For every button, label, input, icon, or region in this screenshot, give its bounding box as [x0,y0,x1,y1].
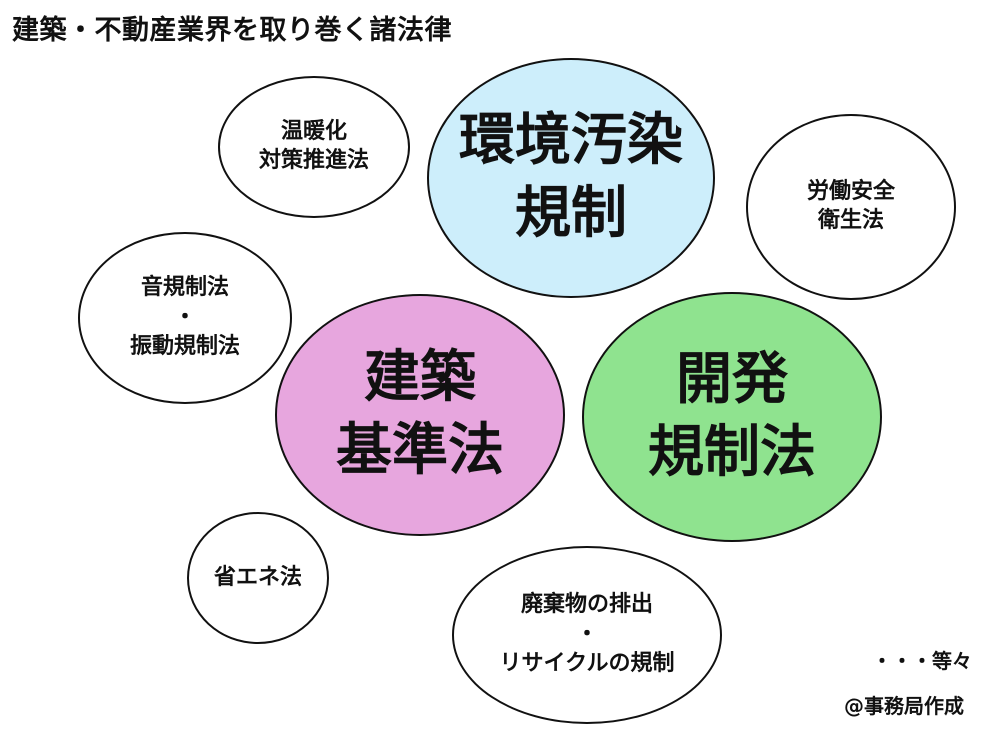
circle-oto-line2: 振動規制法 [129,334,240,360]
circle-rodo-line2: 衛生法 [817,208,884,233]
circle-haikibutsu-line2: リサイクルの規制 [499,651,675,677]
circle-rodo-line1: 労働安全 [806,179,895,205]
circle-ondanka-line2: 対策推進法 [258,148,369,173]
circle-ondanka: 温暖化 対策推進法 [218,76,410,218]
circle-kaihatsu-line2: 規制法 [648,420,816,485]
etc-note: ・・・等々 [872,649,972,673]
circle-kenchiku-line2: 基準法 [336,418,504,483]
circle-ondanka-line1: 温暖化 [280,119,347,145]
circle-shoene: 省エネ法 [187,512,329,644]
circle-haikibutsu-line1: 廃棄物の排出 [520,592,653,617]
circle-kankyo: 環境汚染 規制 [427,58,715,298]
page-title: 建築・不動産業界を取り巻く諸法律 [12,15,452,46]
circle-kaihatsu-line1: 開発 [676,347,788,413]
circle-oto-line1: 音規制法 [140,275,229,300]
circle-kenchiku: 建築 基準法 [275,294,565,536]
circle-kankyo-line2: 規制 [515,181,627,246]
circle-shoene-line1: 省エネ法 [213,564,302,590]
circle-oto-separator: ・ [173,304,196,330]
circle-haikibutsu: 廃棄物の排出 ・ リサイクルの規制 [452,546,722,724]
credit-note: @事務局作成 [844,694,964,718]
circle-kenchiku-line1: 建築 [364,345,476,411]
circle-rodo: 労働安全 衛生法 [746,114,956,300]
circle-haikibutsu-separator: ・ [575,621,598,647]
circle-oto: 音規制法 ・ 振動規制法 [78,232,292,404]
circle-kankyo-line1: 環境汚染 [459,108,683,174]
circle-kaihatsu: 開発 規制法 [582,292,882,542]
